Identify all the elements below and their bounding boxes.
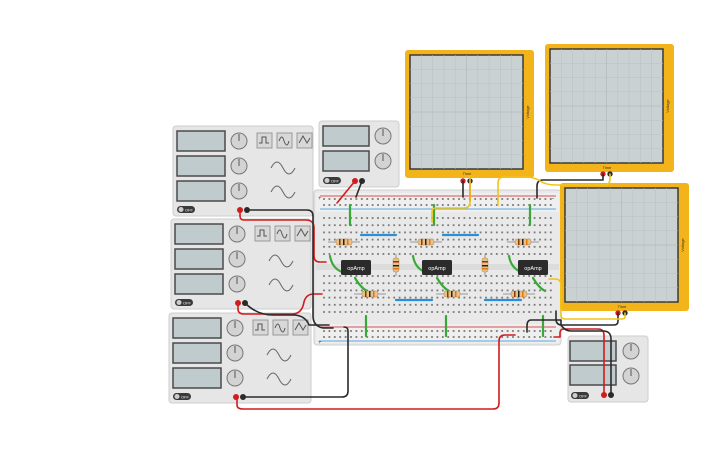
display-current <box>569 364 617 386</box>
red-wire[interactable] <box>237 293 323 315</box>
oscilloscope[interactable]: Time Voltage <box>560 183 689 316</box>
sine-wave-icon[interactable] <box>274 225 291 242</box>
triangle-wave-icon[interactable] <box>296 132 313 149</box>
display-offset <box>172 367 222 389</box>
display-offset <box>174 273 224 295</box>
black-wire[interactable] <box>243 326 349 398</box>
scope-grid <box>550 49 663 163</box>
square-wave-icon[interactable] <box>252 319 269 336</box>
waveform-preview <box>270 161 296 175</box>
display-frequency <box>176 130 226 152</box>
black-wire[interactable] <box>555 310 619 326</box>
black-wire[interactable] <box>244 302 330 326</box>
waveform-preview <box>266 348 292 362</box>
yellow-wire[interactable] <box>548 278 626 320</box>
opamp-chip[interactable]: opAmp <box>518 260 548 275</box>
yellow-wire[interactable] <box>497 173 611 206</box>
yellow-wire[interactable] <box>431 175 471 223</box>
power-label: OFF <box>181 395 190 400</box>
output-positive-terminal[interactable] <box>233 394 239 400</box>
display-amplitude <box>176 155 226 177</box>
black-wire[interactable] <box>526 319 612 396</box>
square-wave-icon[interactable] <box>256 132 273 149</box>
function-generator[interactable]: OFF <box>168 312 312 404</box>
waveform-preview <box>268 278 294 292</box>
opamp-chip[interactable]: opAmp <box>341 260 371 275</box>
function-generator[interactable]: OFF <box>170 218 312 310</box>
display-voltage <box>322 125 370 147</box>
resistor[interactable] <box>436 290 468 298</box>
resistor[interactable] <box>328 238 360 246</box>
scope-grid <box>565 188 678 302</box>
wires[interactable] <box>236 173 626 410</box>
display-amplitude <box>174 248 224 270</box>
x-axis-label: Time <box>618 304 628 309</box>
opamp-label: opAmp <box>347 266 364 272</box>
resistor[interactable] <box>507 238 539 246</box>
display-offset <box>176 180 226 202</box>
sine-wave-icon[interactable] <box>276 132 293 149</box>
dc-power-supply[interactable]: OFF <box>567 335 649 403</box>
red-wire[interactable] <box>336 180 356 204</box>
rail-minus-label: - <box>552 196 554 202</box>
opamp-chip[interactable]: opAmp <box>422 260 452 275</box>
rail-plus-label-bottom: + <box>318 340 322 346</box>
opamp-label: opAmp <box>428 266 445 272</box>
x-axis-label: Time <box>603 165 613 170</box>
y-axis-label: Voltage <box>680 238 685 252</box>
display-current <box>322 150 370 172</box>
oscilloscope[interactable]: Time Voltage <box>545 44 674 177</box>
black-wire[interactable] <box>246 209 334 329</box>
resistor[interactable] <box>503 290 535 298</box>
square-wave-icon[interactable] <box>254 225 271 242</box>
waveform-preview <box>270 185 296 199</box>
resistor[interactable] <box>410 238 442 246</box>
triangle-wave-icon[interactable] <box>294 225 311 242</box>
y-axis-label: Voltage <box>665 99 670 113</box>
red-wire[interactable] <box>239 209 327 263</box>
output-negative-terminal[interactable] <box>240 394 246 400</box>
resistor[interactable] <box>392 254 400 276</box>
sine-wave-icon[interactable] <box>272 319 289 336</box>
dc-power-supply[interactable]: OFF <box>318 120 400 188</box>
blue-jumper-wires[interactable] <box>359 233 523 302</box>
red-wire[interactable] <box>236 334 516 410</box>
display-amplitude <box>172 342 222 364</box>
power-label: OFF <box>183 301 192 306</box>
x-axis-label: Time <box>463 171 473 176</box>
waveform-preview <box>266 372 292 386</box>
scope-grid <box>410 55 523 169</box>
power-label: OFF <box>185 208 194 213</box>
opamp-label: opAmp <box>524 266 541 272</box>
function-generator[interactable]: OFF <box>172 125 314 217</box>
resistor[interactable] <box>354 290 386 298</box>
display-frequency <box>172 317 222 339</box>
display-frequency <box>174 223 224 245</box>
triangle-wave-icon[interactable] <box>292 319 309 336</box>
resistor[interactable] <box>481 254 489 276</box>
oscilloscope[interactable]: Time Voltage <box>405 50 534 184</box>
y-axis-label: Voltage <box>525 105 530 119</box>
jumper-wires[interactable] <box>328 203 547 338</box>
display-voltage <box>569 340 617 362</box>
rail-plus-label: + <box>318 196 322 202</box>
waveform-preview <box>268 254 294 268</box>
power-label: OFF <box>579 394 588 399</box>
black-wire[interactable] <box>355 180 363 198</box>
power-label: OFF <box>331 179 340 184</box>
